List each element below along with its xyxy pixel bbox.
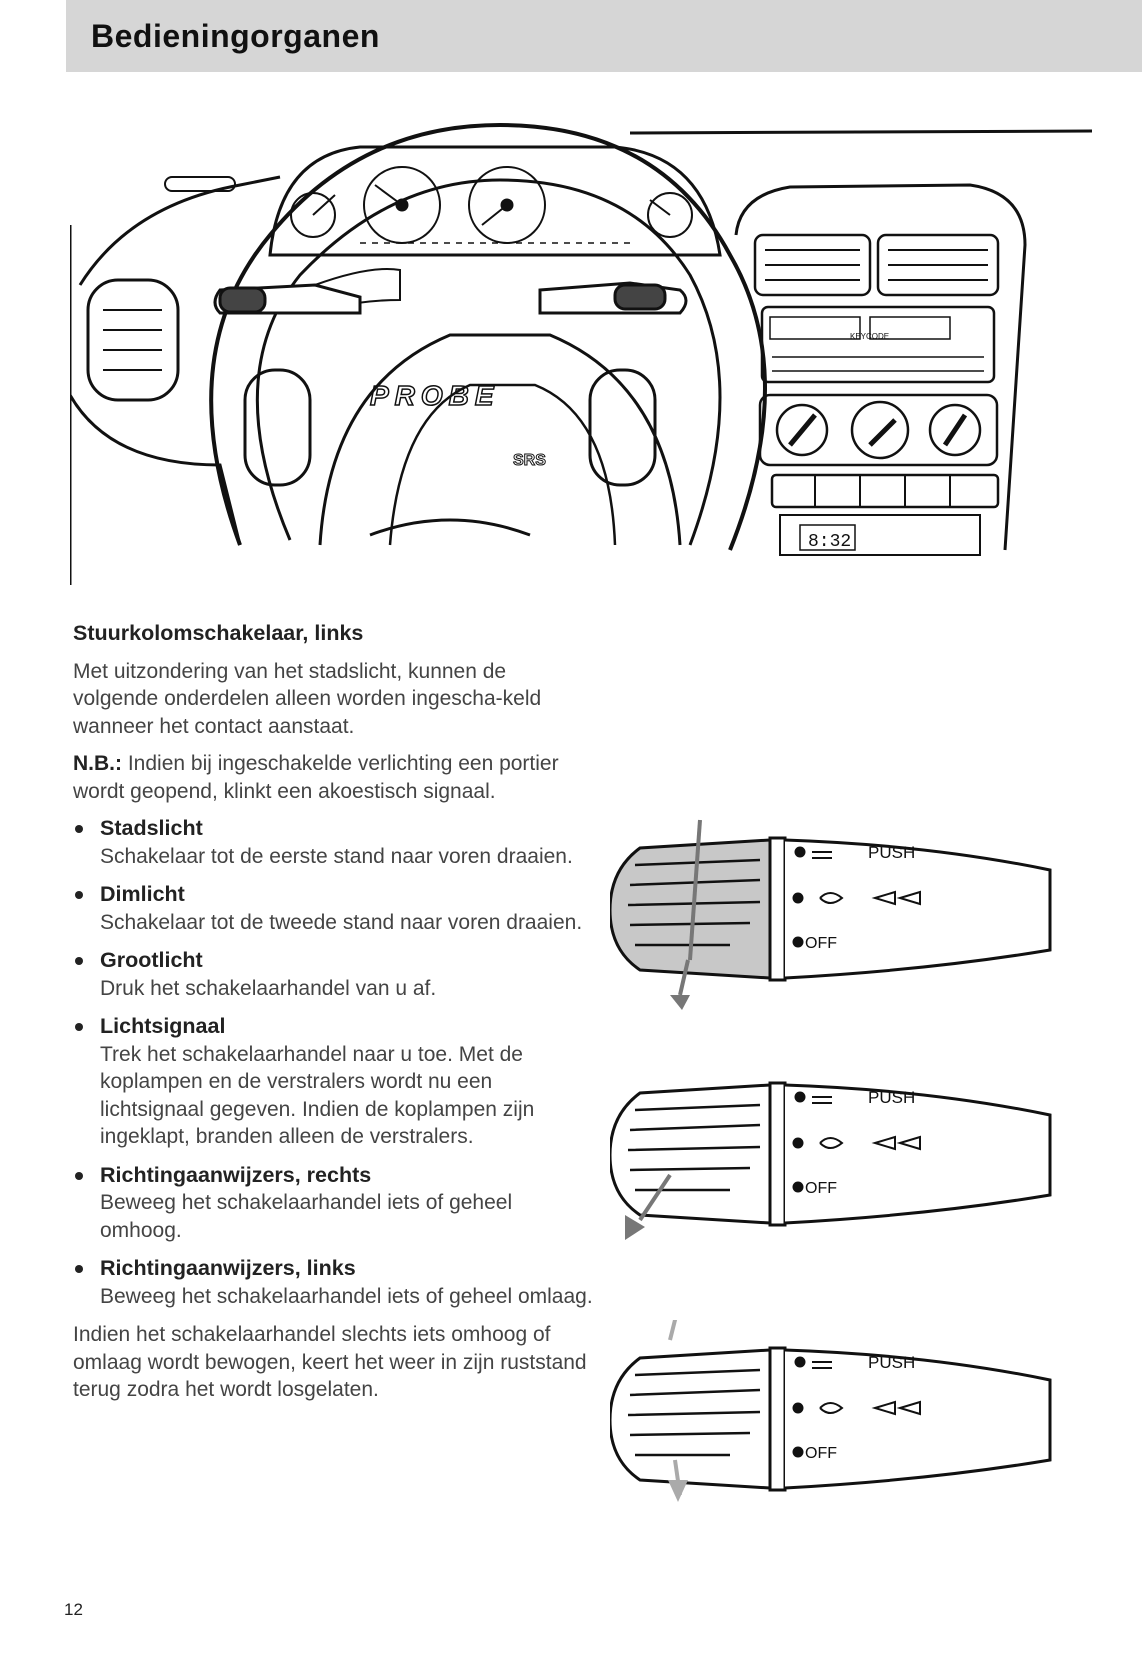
item-title: Lichtsignaal <box>100 1014 226 1038</box>
off-label: OFF <box>805 935 837 952</box>
push-label: PUSH <box>868 843 915 862</box>
item-desc: Druk het schakelaarhandel van u af. <box>100 976 437 1000</box>
steering-wheel <box>209 122 767 551</box>
section-title: Stuurkolomschakelaar, links <box>73 621 364 645</box>
dashboard-illustration: PROBE SRS KEYCODE 8:32 <box>70 122 1093 585</box>
item-title: Dimlicht <box>100 882 185 906</box>
off-label: OFF <box>805 1180 837 1197</box>
item-title: Stadslicht <box>100 816 203 840</box>
item-desc: Trek het schakelaarhandel naar u toe. Me… <box>100 1042 535 1149</box>
srs-label: SRS <box>513 452 546 469</box>
clock-display: 8:32 <box>808 532 851 552</box>
page-header: Bedieningorganen <box>66 0 1142 72</box>
page-number: 12 <box>64 1600 83 1619</box>
off-label: OFF <box>805 1445 837 1462</box>
extra-paragraph: Indien het schakelaarhandel slechts iets… <box>73 1323 587 1401</box>
item-desc: Beweeg het schakelaarhandel iets of gehe… <box>100 1284 593 1308</box>
center-console: KEYCODE 8:32 <box>734 183 1027 556</box>
radio-brand: KEYCODE <box>850 332 889 341</box>
item-title: Richtingaanwijzers, links <box>100 1256 356 1280</box>
item-desc: Beweeg het schakelaarhandel iets of gehe… <box>100 1191 513 1242</box>
item-title: Grootlicht <box>100 948 203 972</box>
item-title: Richtingaanwijzers, rechts <box>100 1162 372 1187</box>
probe-logo: PROBE <box>370 380 500 411</box>
dash-left-stalk <box>213 283 362 315</box>
nb-text: Indien bij ingeschakelde verlichting een… <box>73 752 559 803</box>
push-label: PUSH <box>868 1353 915 1372</box>
page-title: Bedieningorganen <box>91 18 380 54</box>
push-label: PUSH <box>868 1088 915 1107</box>
text-column: Stuurkolomschakelaar, links Met uitzonde… <box>73 620 593 1414</box>
dash-right-stalk <box>538 281 688 315</box>
stalk-illustration-3: PUSH OFF <box>610 1320 1052 1502</box>
nb-paragraph: N.B.: Indien bij ingeschakelde verlichti… <box>73 750 593 805</box>
nb-label: N.B.: <box>73 752 122 775</box>
item-desc: Schakelaar tot de eerste stand naar vore… <box>100 844 573 868</box>
left-vent <box>86 278 180 402</box>
item-desc: Schakelaar tot de tweede stand naar vore… <box>100 910 583 934</box>
stalk-illustration-1: PUSH OFF <box>610 819 1052 1010</box>
intro-paragraph: Met uitzondering van het stadslicht, kun… <box>73 659 542 738</box>
stalk-illustration-2: PUSH OFF <box>610 1081 1052 1240</box>
